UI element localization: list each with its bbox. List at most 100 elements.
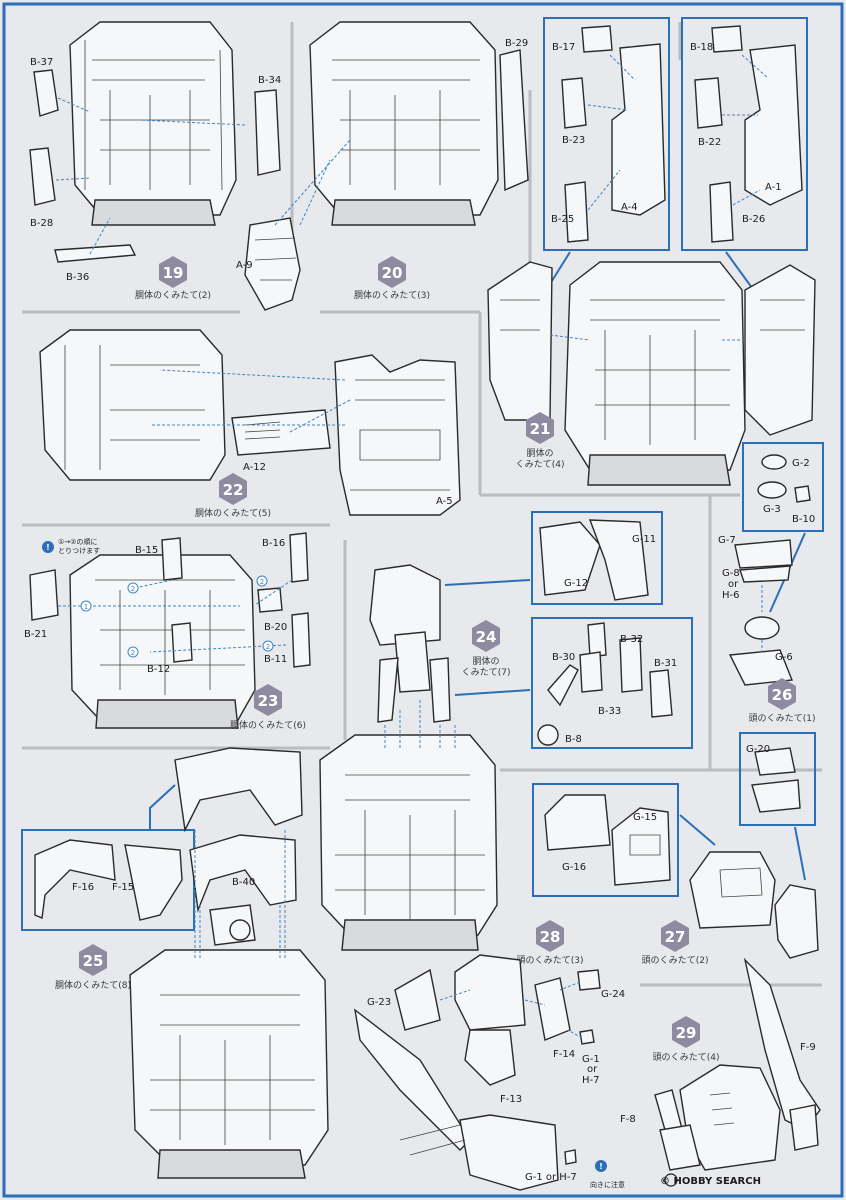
step-21-badge: 21: [526, 412, 554, 444]
svg-text:19: 19: [163, 264, 184, 282]
flow-arrow: [725, 251, 756, 293]
step-title: 胴体のくみたて(3): [354, 289, 430, 301]
part-label: G-23: [367, 997, 391, 1008]
part-label: F-9: [800, 1042, 816, 1053]
svg-text:2: 2: [260, 578, 264, 586]
part-label: G-1 or H-7: [525, 1172, 577, 1183]
part-label: G-3: [763, 504, 781, 515]
step-28-badge: 28: [536, 920, 564, 952]
small-part: [564, 1149, 577, 1165]
part-label: G-20: [746, 744, 770, 755]
step-title: 胴体のくみたて(2): [135, 289, 211, 301]
subassembly-frame-shoulder: [531, 511, 663, 605]
part-label: F-16: [72, 882, 94, 893]
part-label: B-20: [264, 622, 287, 633]
part-label: B-23: [562, 135, 585, 146]
step-23-badge: 23: [254, 684, 282, 716]
part-label: B-32: [620, 634, 643, 645]
part-label: G-7: [718, 535, 736, 546]
step-20-diagram: [244, 21, 529, 311]
step-21-sub-left: [561, 25, 666, 243]
step-19-diagram: [29, 21, 281, 263]
step-22-badge: 22: [219, 473, 247, 505]
svg-text:28: 28: [540, 928, 561, 946]
caution-icon: !: [595, 1160, 607, 1172]
step-25-diagram: [129, 747, 329, 1179]
svg-text:20: 20: [382, 264, 403, 282]
step-title: 胴体のくみたて(5): [195, 507, 271, 519]
part-label: A-1: [765, 182, 782, 193]
subassembly-frame-head: [742, 442, 824, 532]
step-27-badge: 27: [661, 920, 689, 952]
step-26b-sub: [751, 747, 801, 813]
subassembly-frame-left: [543, 17, 670, 251]
part-label: G-15: [633, 812, 657, 823]
part-label: B-31: [654, 658, 677, 669]
watermark: © HOBBY SEARCH: [660, 1173, 761, 1187]
part-label: B-30: [552, 652, 575, 663]
step-21-diagram: [487, 261, 816, 486]
part-label: A-9: [236, 260, 253, 271]
part-label: F-13: [500, 1094, 522, 1105]
svg-text:!: !: [599, 1162, 603, 1171]
step-28-diagram: [354, 954, 601, 1191]
part-label: B-12: [147, 664, 170, 675]
svg-text:29: 29: [676, 1024, 697, 1042]
step-title: 頭のくみたて(1): [748, 713, 815, 724]
assembly-order-note: とりつけます: [58, 547, 100, 555]
step-title: くみたて(4): [515, 459, 564, 470]
svg-text:2: 2: [131, 585, 135, 593]
part-label: F-14: [553, 1049, 575, 1060]
step-23-diagram: [29, 532, 311, 729]
assembly-order-note: ①→②の順に: [58, 538, 97, 546]
step-21-sub-right: [694, 25, 803, 243]
svg-text:2: 2: [266, 643, 270, 651]
step-29-diagram: [654, 957, 821, 1171]
flow-arrow: [454, 689, 531, 696]
subassembly-frame-helmet: [532, 783, 679, 897]
flow-arrow: [679, 814, 716, 846]
part-label: G-1: [582, 1054, 600, 1065]
step-title: 頭のくみたて(2): [641, 955, 708, 966]
part-label: F-15: [112, 882, 134, 893]
svg-text:21: 21: [530, 420, 551, 438]
step-27-sub: [544, 794, 671, 886]
part-label: or: [728, 579, 739, 590]
step-24-badge: 24: [472, 620, 500, 652]
part-label: B-28: [30, 218, 53, 229]
part-label: B-10: [792, 514, 815, 525]
step-24-sub-top: [539, 519, 649, 601]
order-markers: 1 2 2 2 2: [80, 575, 274, 658]
step-22-diagram: [39, 329, 461, 516]
step-20-badge: 20: [378, 256, 406, 288]
caution-note: 向きに注意: [590, 1180, 625, 1189]
part-label: G-11: [632, 534, 656, 545]
part-label: B-18: [690, 42, 713, 53]
info-icon: !: [42, 541, 54, 553]
step-24-diagram: [319, 564, 498, 951]
part-label: G-2: [792, 458, 810, 469]
part-label: B-26: [742, 214, 765, 225]
copyright-icon: [664, 1173, 678, 1187]
part-label: G-24: [601, 989, 625, 1000]
step-26-sub: [757, 454, 811, 503]
step-26-diagram: [728, 539, 793, 686]
step-title: 胴体の: [472, 655, 499, 667]
svg-text:27: 27: [665, 928, 686, 946]
part-label: B-33: [598, 706, 621, 717]
flow-arrow: [794, 826, 806, 881]
part-label: G-8: [722, 568, 740, 579]
part-label: B-16: [262, 538, 285, 549]
svg-text:25: 25: [83, 952, 104, 970]
flow-arrow: [444, 579, 531, 586]
step-title: 頭のくみたて(3): [516, 955, 583, 966]
part-label: B-36: [66, 272, 89, 283]
part-label: G-6: [775, 652, 793, 663]
step-24-sub-bottom: [537, 622, 673, 746]
step-title: 頭のくみたて(4): [652, 1052, 719, 1063]
svg-text:23: 23: [258, 692, 279, 710]
part-label: B-40: [232, 877, 255, 888]
part-label: B-11: [264, 654, 287, 665]
part-label: B-34: [258, 75, 281, 86]
